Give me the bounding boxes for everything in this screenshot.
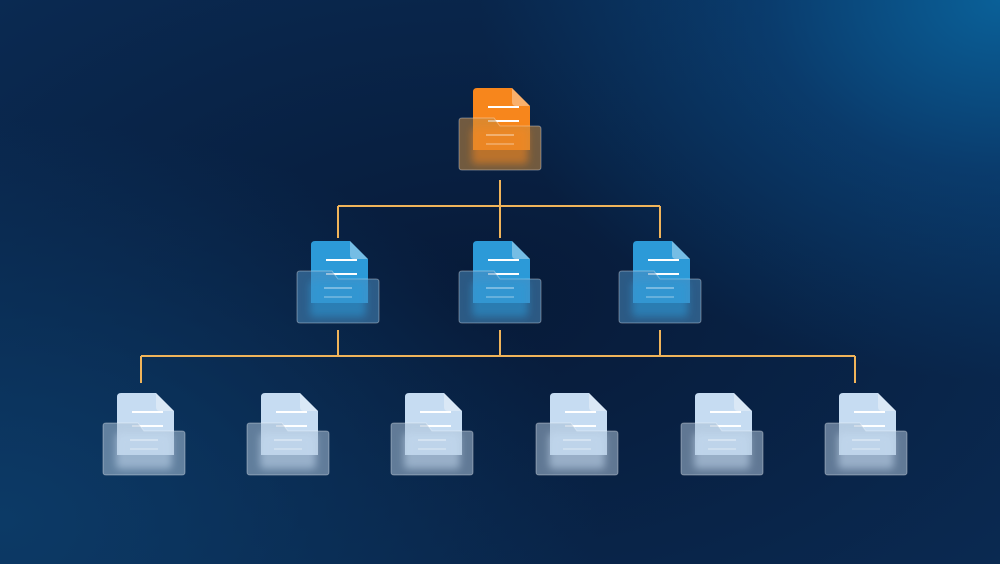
folder-icon-level-1 <box>458 88 542 171</box>
folder-icon-level-2 <box>296 241 380 324</box>
folder-icon-level-3 <box>535 393 619 476</box>
folder-icon-level-3 <box>246 393 330 476</box>
folder-icon-level-3 <box>680 393 764 476</box>
nodes <box>102 88 908 476</box>
connectors <box>140 180 856 383</box>
folder-icon-level-2 <box>458 241 542 324</box>
folder-icon-level-2 <box>618 241 702 324</box>
folder-icon-level-3 <box>102 393 186 476</box>
folder-icon-level-3 <box>390 393 474 476</box>
folder-icon-level-3 <box>824 393 908 476</box>
